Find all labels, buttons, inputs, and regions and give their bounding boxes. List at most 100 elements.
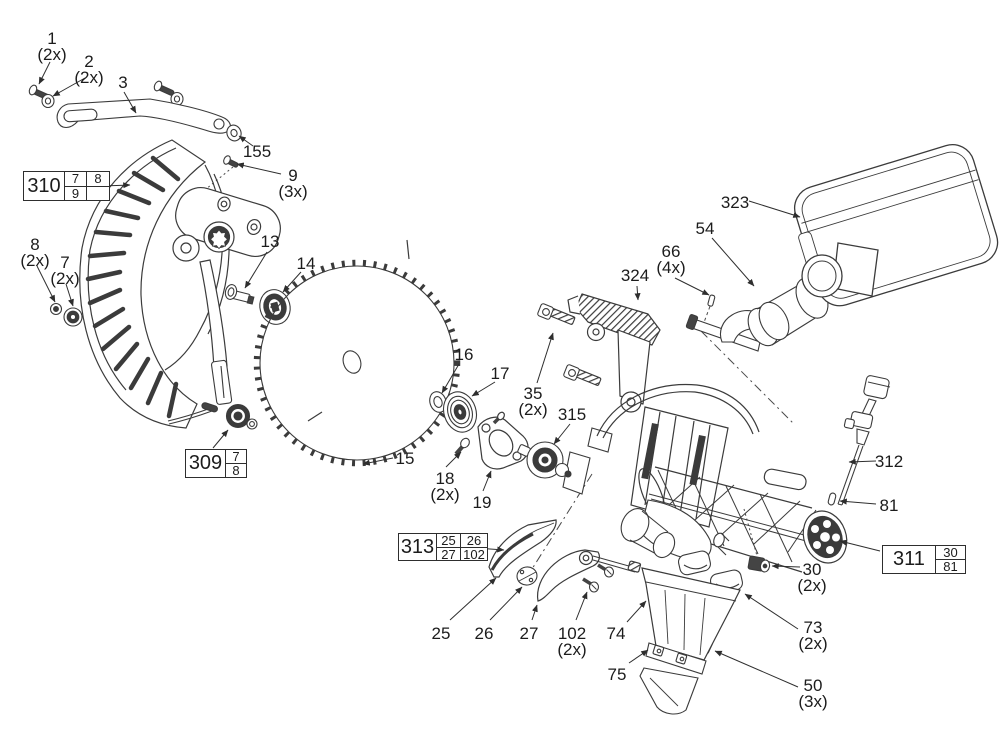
- refbox-310-cell: 7: [71, 171, 80, 187]
- refbox-311-cell: 81: [936, 559, 965, 573]
- part-qty: (2x): [430, 485, 460, 504]
- part-27-arm: [536, 549, 642, 602]
- part-number: 27: [519, 624, 539, 643]
- part-number: 3: [118, 73, 128, 92]
- callout-3: 3: [118, 73, 128, 92]
- part-number: 81: [879, 496, 899, 515]
- part-66-pin: [707, 294, 716, 307]
- callout-27: 27: [519, 624, 539, 643]
- part-number: 74: [606, 624, 626, 643]
- part-number: 54: [695, 219, 715, 238]
- part-number: 13: [260, 232, 280, 251]
- part-number: 50: [803, 676, 823, 695]
- part-2-bushings: [41, 91, 184, 109]
- part-number: 19: [472, 493, 492, 512]
- callout-75: 75: [607, 665, 627, 684]
- refbox-310-cell: 9: [65, 185, 86, 201]
- refbox-313-cell: 27: [437, 547, 460, 561]
- callout-66: 66(4x): [656, 243, 685, 276]
- refbox-311: 311 30 81: [882, 545, 966, 574]
- refbox-310: 310 7 9 8: [23, 171, 110, 201]
- part-8-washer: [49, 302, 63, 316]
- part-30-screw: [747, 555, 771, 573]
- part-number: 16: [454, 345, 474, 364]
- part-81-pin: [827, 492, 837, 506]
- part-number: 18: [435, 469, 455, 488]
- refbox-313-cell: 26: [466, 533, 482, 548]
- part-number: 26: [474, 624, 494, 643]
- part-qty: (2x): [20, 251, 50, 270]
- part-310-upper-guard: [79, 139, 230, 429]
- part-18-screw: [454, 437, 470, 456]
- refbox-309-cell: 8: [226, 463, 246, 477]
- part-16-washer: [429, 391, 447, 413]
- motor-underside: [620, 499, 730, 561]
- refbox-313: 313 25 27 26 102: [398, 533, 488, 561]
- part-number: 15: [395, 449, 415, 468]
- part-7-washer: [63, 307, 83, 327]
- part-312-rod: [837, 375, 891, 506]
- callout-9: 9(3x): [278, 166, 308, 201]
- callout-8: 8(2x): [20, 236, 50, 270]
- part-155-washer: [226, 124, 242, 142]
- part-number: 73: [803, 618, 823, 637]
- part-qty: (2x): [74, 68, 104, 87]
- refbox-310-cell: 8: [94, 171, 102, 187]
- part-102-screws: [582, 563, 615, 593]
- refbox-311-cell: 30: [943, 545, 958, 560]
- callout-13: 13: [260, 232, 280, 251]
- part-qty: (2x): [37, 45, 67, 64]
- part-15-saw-blade: [253, 239, 461, 467]
- part-number: 324: [620, 266, 650, 285]
- refbox-309: 309 7 8: [185, 449, 247, 478]
- part-315-bearing: [517, 441, 572, 479]
- part-311-motor-housing: [638, 466, 848, 573]
- part-number: 155: [242, 142, 272, 161]
- guard-pivot-bracket: [172, 187, 281, 369]
- part-number: 9: [288, 166, 298, 185]
- callout-2: 2(2x): [74, 52, 104, 87]
- part-qty: (2x): [50, 269, 80, 288]
- part-number: 75: [607, 665, 627, 684]
- part-323-dust-box: [794, 144, 999, 307]
- part-number: 323: [720, 193, 750, 212]
- callout-1: 1(2x): [37, 30, 67, 64]
- part-qty: (2x): [797, 576, 827, 595]
- callout-18: 18(2x): [430, 469, 460, 504]
- callout-25: 25: [432, 625, 451, 642]
- part-17-outer-flange: [442, 391, 478, 433]
- callout-26: 26: [474, 624, 494, 643]
- leader-lines: [36, 61, 881, 688]
- part-26-disc: [516, 566, 538, 586]
- part-number: 14: [296, 254, 316, 273]
- part-number: 30: [802, 560, 822, 579]
- refbox-311-id: 311: [893, 548, 925, 570]
- refbox-309-cell: 7: [232, 449, 240, 464]
- callout-155: 155: [242, 142, 272, 161]
- callout-7: 7(2x): [50, 254, 80, 288]
- refbox-309-id: 309: [188, 452, 223, 474]
- refbox-310-id: 310: [27, 174, 61, 197]
- part-qty: (2x): [798, 634, 828, 653]
- callout-14: 14: [296, 254, 316, 273]
- part-number: 2: [84, 52, 94, 71]
- part-3-lever-arm: [56, 98, 231, 134]
- callout-35: 35(2x): [518, 384, 547, 418]
- callout-74: 74: [606, 624, 626, 643]
- part-1-screws: [28, 80, 175, 101]
- part-number: 35: [523, 384, 543, 403]
- part-9-screw: [223, 155, 239, 168]
- part-qty: (2x): [557, 640, 587, 659]
- callout-19: 19: [472, 493, 492, 512]
- part-qty: (3x): [278, 182, 308, 201]
- callout-17: 17: [490, 364, 510, 383]
- guard-lower-bracket: [167, 359, 233, 425]
- part-number: 312: [874, 452, 904, 471]
- callout-50: 50(3x): [798, 676, 827, 710]
- guard-ribs: [85, 155, 181, 419]
- callout-16: 16: [454, 345, 474, 364]
- refbox-313-id: 313: [400, 535, 435, 558]
- refbox-313-cell: 102: [461, 547, 487, 561]
- part-number: 17: [490, 364, 510, 383]
